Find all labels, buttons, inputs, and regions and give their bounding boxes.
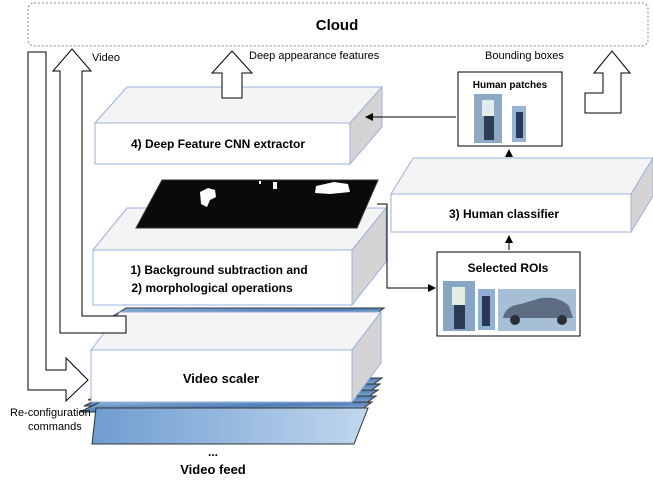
features-upload-arrow [210,50,254,99]
roi-image-car [498,289,576,331]
human-patch-image-2 [512,106,526,142]
background-label-line1: 1) Background subtraction and [130,263,307,277]
background-subtraction-block: 1) Background subtraction and 2) morphol… [91,206,388,307]
selected-rois-panel: Selected ROIs [436,251,581,337]
video-upload-arrow [51,48,127,334]
reconfiguration-label-line2: commands [28,421,82,433]
roi-image-person-1 [443,281,475,331]
cnn-extractor-block: 4) Deep Feature CNN extractor [93,85,384,166]
human-classifier-label: 3) Human classifier [449,207,559,221]
cloud-label: Cloud [316,17,359,34]
selected-rois-label: Selected ROIs [468,261,549,275]
video-feed-ellipsis: ... [208,445,218,459]
cloud-box: Cloud [27,2,649,47]
bounding-boxes-upload-arrow [584,50,632,114]
reconfiguration-arrow [27,51,89,403]
human-patches-label: Human patches [473,80,548,91]
background-label-line2: 2) morphological operations [131,281,293,295]
video-arrow-label: Video [92,52,120,64]
human-classifier-block: 3) Human classifier [390,157,653,234]
bounding-boxes-arrow-label: Bounding boxes [485,50,564,62]
video-scaler-label: Video scaler [183,371,259,386]
roi-image-person-2 [478,289,495,330]
human-patches-panel: Human patches [457,71,563,147]
video-feed-label: Video feed [180,462,246,477]
human-patch-image-1 [474,94,502,143]
foreground-mask [135,179,379,229]
connector-lines [365,113,513,292]
reconfiguration-label-line1: Re-configuration [10,407,91,419]
deep-features-arrow-label: Deep appearance features [249,50,380,62]
video-scaler-block: Video scaler [89,310,383,404]
cnn-extractor-label: 4) Deep Feature CNN extractor [131,137,305,151]
